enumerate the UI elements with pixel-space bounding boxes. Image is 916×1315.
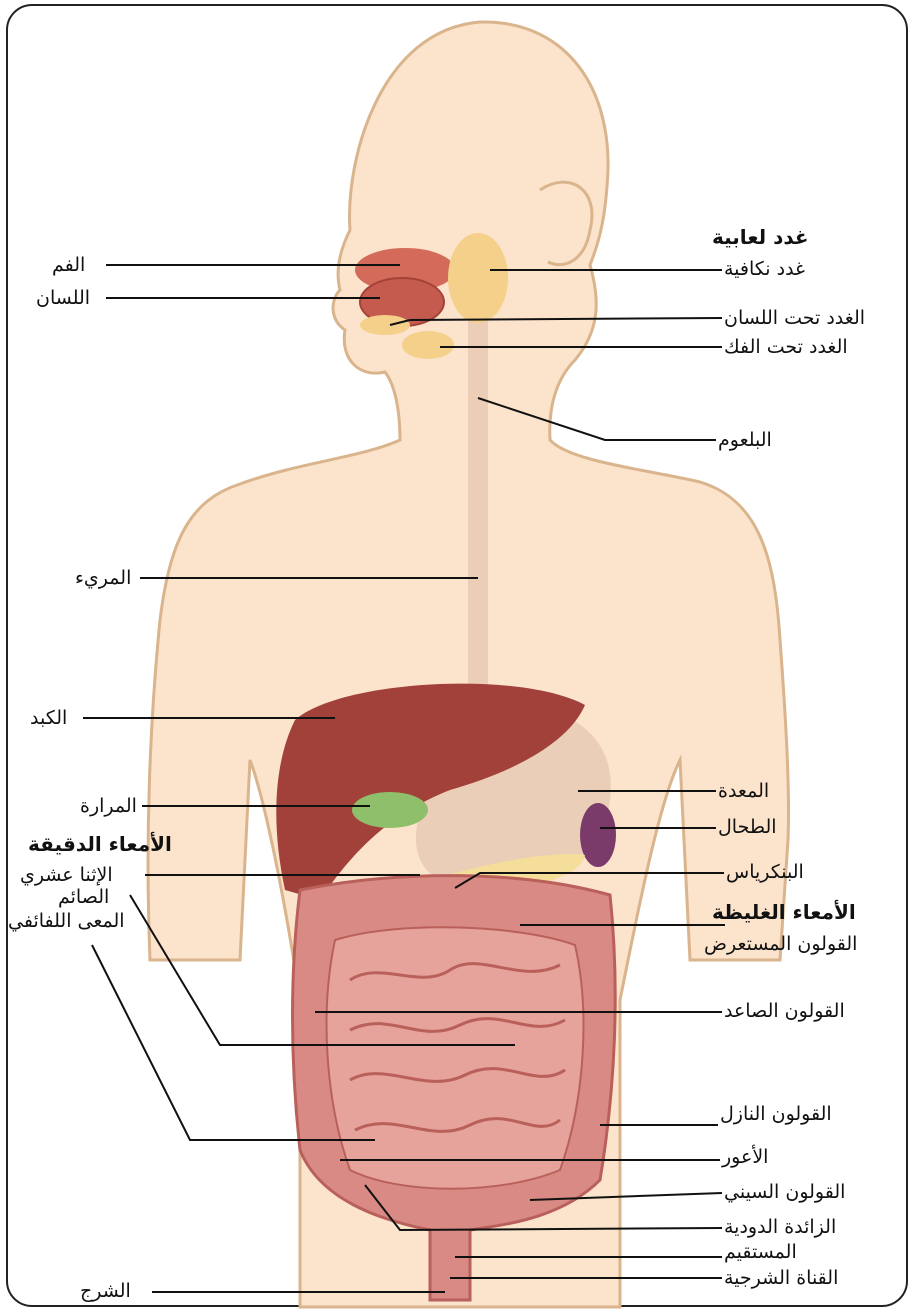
label-liver: الكبد: [30, 707, 67, 729]
label-duodenum: الإثنا عشري: [20, 864, 113, 886]
label-small-intestine: الأمعاء الدقيقة: [28, 833, 172, 855]
label-ileum: المعى اللفائفي: [8, 910, 125, 932]
spleen-shape: [580, 803, 616, 867]
label-salivary-glands: غدد لعابية: [712, 226, 809, 248]
label-pancreas: البنكرياس: [726, 861, 804, 883]
label-anal-canal: القناة الشرجية: [724, 1267, 838, 1289]
label-stomach: المعدة: [718, 780, 769, 802]
label-mouth: الفم: [52, 254, 85, 276]
label-transverse-colon: القولون المستعرض: [704, 933, 857, 955]
label-submandibular: الغدد تحت الفك: [724, 336, 848, 358]
label-sublingual: الغدد تحت اللسان: [724, 307, 865, 329]
esophagus-tube: [468, 300, 488, 720]
label-large-intestine: الأمعاء الغليظة: [712, 901, 856, 923]
label-jejunum: الصائم: [58, 886, 109, 908]
submandibular-gland: [402, 331, 454, 359]
label-pharynx: البلعوم: [718, 429, 772, 451]
label-esophagus: المريء: [75, 567, 131, 589]
label-sigmoid-colon: القولون السيني: [724, 1181, 845, 1203]
gallbladder-shape: [352, 792, 428, 828]
parotid-gland: [448, 233, 508, 323]
label-appendix: الزائدة الدودية: [724, 1216, 836, 1238]
label-descending-colon: القولون النازل: [720, 1103, 832, 1125]
label-parotid: غدد نكافية: [724, 258, 805, 280]
label-spleen: الطحال: [718, 816, 777, 838]
label-tongue: اللسان: [36, 287, 90, 309]
label-cecum: الأعور: [722, 1146, 768, 1168]
label-rectum: المستقيم: [724, 1241, 797, 1263]
label-ascending-colon: القولون الصاعد: [724, 1000, 845, 1022]
label-gallbladder: المرارة: [80, 795, 137, 817]
sublingual-gland: [360, 315, 410, 335]
label-anus: الشرج: [80, 1280, 131, 1302]
